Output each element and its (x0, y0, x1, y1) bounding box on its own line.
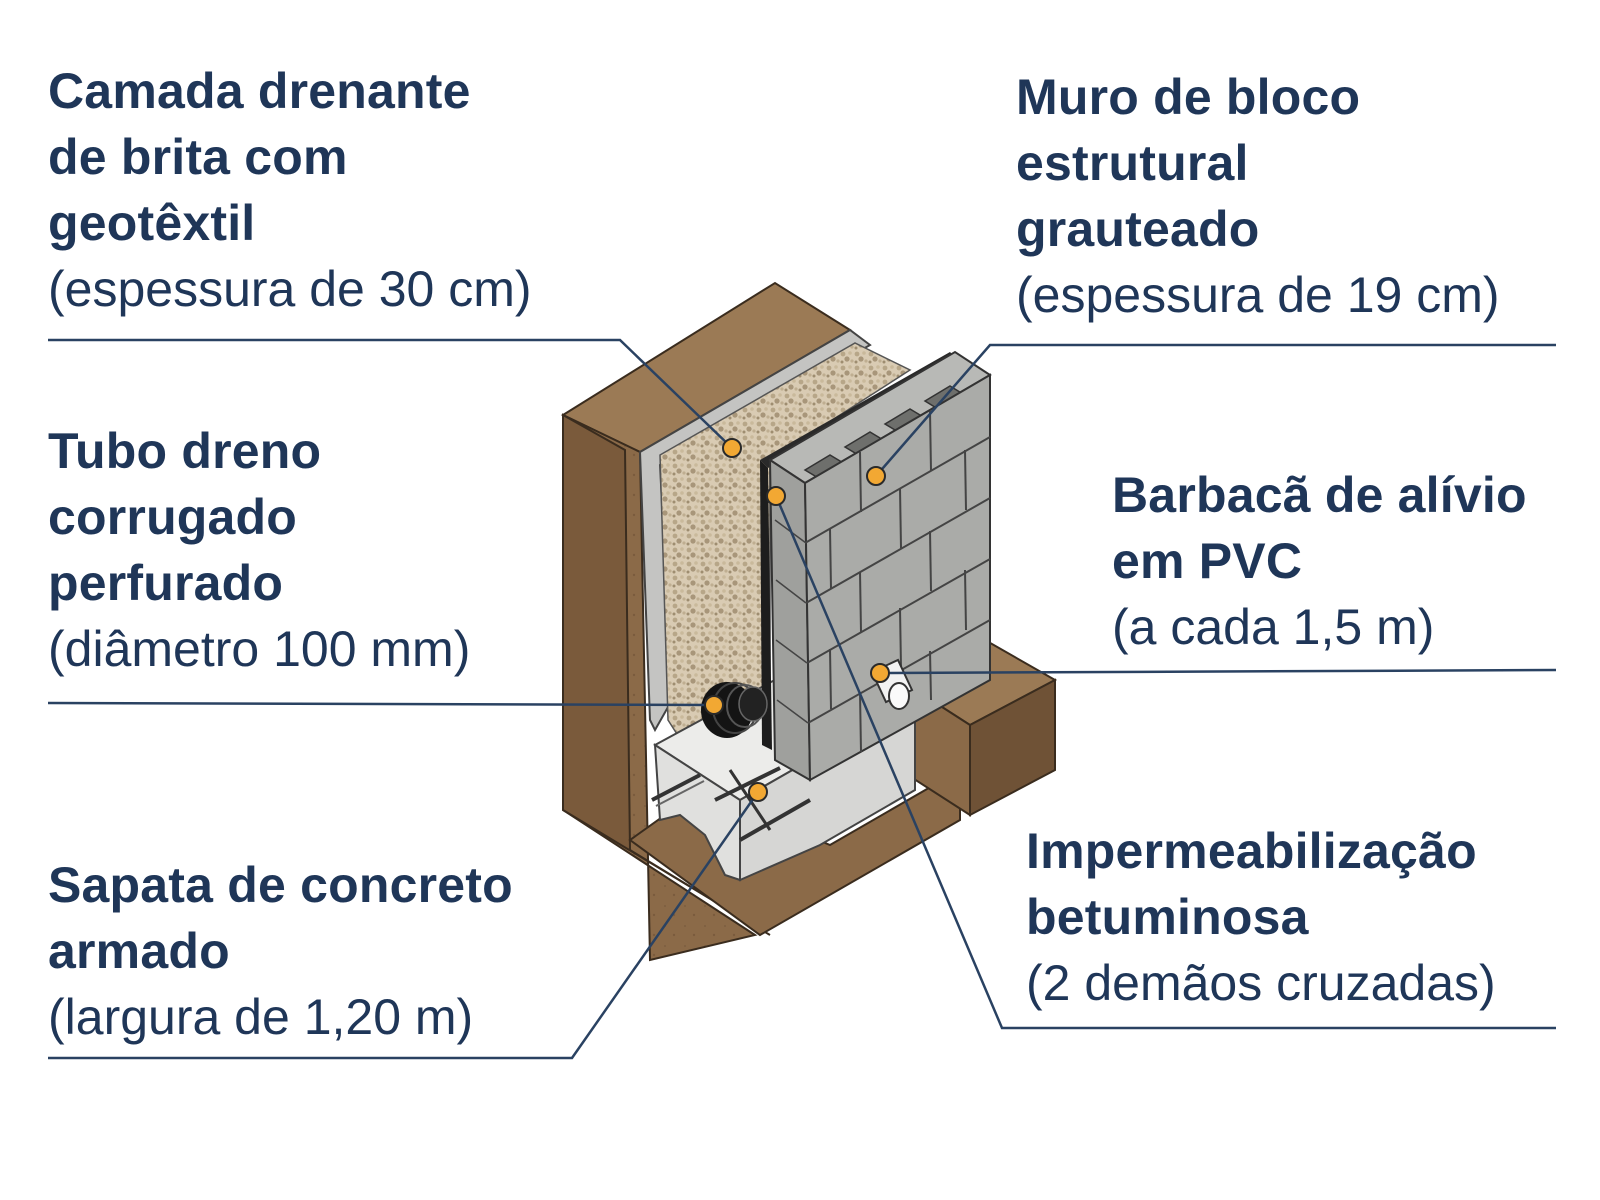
label-block-wall-spec: (espessura de 19 cm) (1016, 267, 1500, 323)
marker-weep-hole (870, 663, 890, 683)
marker-drain-layer (722, 438, 742, 458)
label-block-wall: Muro de bloco estrutural grauteado (espe… (1016, 64, 1500, 328)
label-footing: Sapata de concreto armado (largura de 1,… (48, 852, 513, 1050)
leader-drain-layer (48, 338, 733, 449)
label-drain-layer-title-3: geotêxtil (48, 195, 256, 251)
label-drain-layer-spec: (espessura de 30 cm) (48, 261, 532, 317)
marker-block-wall (866, 466, 886, 486)
label-weep-hole-title-2: em PVC (1112, 533, 1303, 589)
label-block-wall-title-2: estrutural (1016, 135, 1249, 191)
label-footing-spec: (largura de 1,20 m) (48, 989, 474, 1045)
label-drain-pipe-spec: (diâmetro 100 mm) (48, 621, 471, 677)
label-drain-pipe: Tubo dreno corrugado perfurado (diâmetro… (48, 418, 470, 682)
marker-dots (704, 438, 890, 802)
label-drain-layer-title-1: Camada drenante (48, 63, 471, 119)
leader-drain-pipe (47, 701, 715, 707)
marker-waterproofing (766, 486, 786, 506)
label-drain-pipe-title-2: corrugado (48, 489, 298, 545)
leader-block-wall (875, 343, 1556, 477)
label-drain-pipe-title-3: perfurado (48, 555, 284, 611)
label-weep-hole-spec: (a cada 1,5 m) (1112, 599, 1435, 655)
marker-drain-pipe (704, 695, 724, 715)
label-waterproofing: Impermeabilização betuminosa (2 demãos c… (1026, 818, 1496, 1016)
label-footing-title-1: Sapata de concreto (48, 857, 513, 913)
label-footing-title-2: armado (48, 923, 230, 979)
label-drain-pipe-title-1: Tubo dreno (48, 423, 322, 479)
label-drain-layer-title-2: de brita com (48, 129, 348, 185)
leader-waterproofing (774, 495, 1556, 1030)
label-block-wall-title-3: grauteado (1016, 201, 1260, 257)
label-weep-hole: Barbacã de alívio em PVC (a cada 1,5 m) (1112, 462, 1527, 660)
label-weep-hole-title-1: Barbacã de alívio (1112, 467, 1527, 523)
label-waterproofing-spec: (2 demãos cruzadas) (1026, 955, 1496, 1011)
label-drain-layer: Camada drenante de brita com geotêxtil (… (48, 58, 532, 322)
block-wall (768, 350, 992, 782)
leader-weep-hole (879, 668, 1557, 675)
marker-footing (748, 782, 768, 802)
label-block-wall-title-1: Muro de bloco (1016, 69, 1361, 125)
label-waterproofing-title-1: Impermeabilização (1026, 823, 1477, 879)
label-waterproofing-title-2: betuminosa (1026, 889, 1309, 945)
leader-lines (47, 338, 1557, 1060)
leader-footing (48, 791, 760, 1060)
